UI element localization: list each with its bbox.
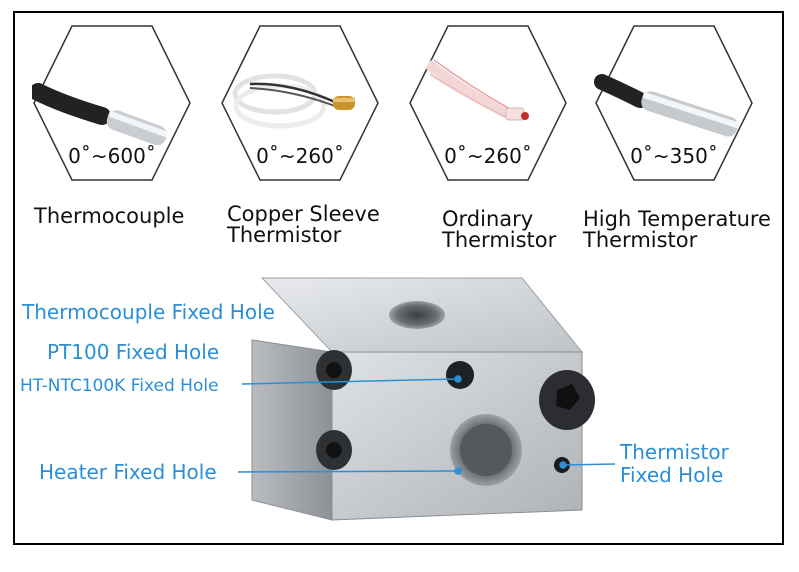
ordinary-thermistor-range: 0˚~260˚ xyxy=(444,144,532,168)
copper-sleeve-name-line1: Copper Sleeve xyxy=(227,202,380,226)
ordinary-thermistor-hexagon: 0˚~260˚ xyxy=(408,24,568,182)
high-temp-thermistor-range: 0˚~350˚ xyxy=(630,144,718,168)
copper-sleeve-range: 0˚~260˚ xyxy=(256,144,344,168)
high-temp-thermistor-name-line2: Thermistor xyxy=(583,228,698,252)
high-temp-thermistor-name-line1: High Temperature xyxy=(583,207,771,231)
copper-sleeve-name-line2: Thermistor xyxy=(227,223,342,247)
thermocouple-name: Thermocouple xyxy=(34,204,185,228)
copper-sleeve-thermistor-icon xyxy=(221,25,379,181)
high-temp-thermistor-hexagon: 0˚~350˚ xyxy=(594,24,754,182)
ordinary-thermistor-name-line1: Ordinary xyxy=(442,207,534,231)
thermocouple-probe-icon xyxy=(32,25,191,181)
ht-ntc100k-hole-label: HT-NTC100K Fixed Hole xyxy=(20,376,219,396)
thermocouple-hexagon: 0˚~600˚ xyxy=(32,24,192,182)
copper-sleeve-hexagon: 0˚~260˚ xyxy=(220,24,380,182)
ordinary-thermistor-icon xyxy=(409,25,567,181)
ordinary-thermistor-name-line2: Thermistor xyxy=(442,228,557,252)
heater-block-image xyxy=(251,277,595,521)
heater-hole-label: Heater Fixed Hole xyxy=(39,460,217,484)
high-temperature-thermistor-icon xyxy=(594,25,753,181)
thermocouple-hole-label: Thermocouple Fixed Hole xyxy=(22,300,275,324)
thermocouple-range: 0˚~600˚ xyxy=(68,144,156,168)
pt100-hole-label: PT100 Fixed Hole xyxy=(47,340,220,364)
thermistor-hole-label-line1: Thermistor xyxy=(620,440,729,464)
thermistor-hole-label-line2: Fixed Hole xyxy=(620,463,724,487)
